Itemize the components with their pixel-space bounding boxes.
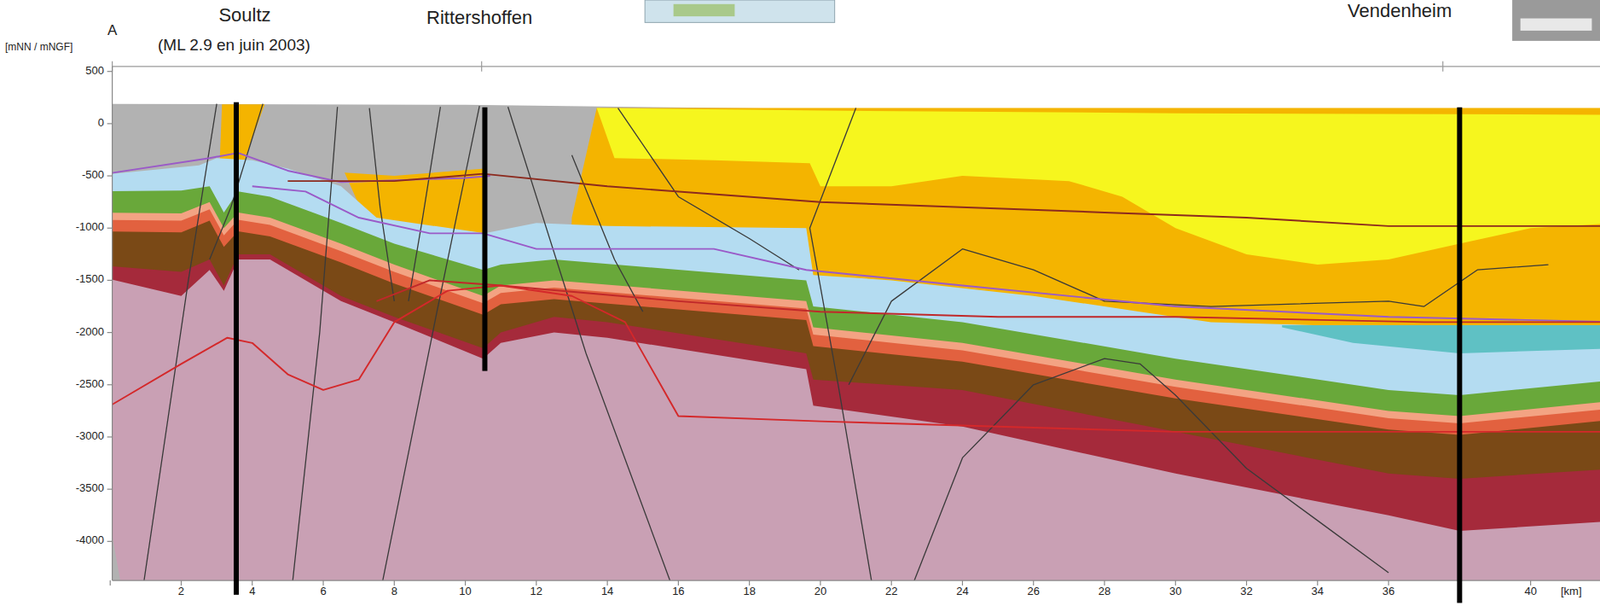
- isoline: [376, 279, 1600, 322]
- y-axis: [111, 66, 113, 580]
- site-label: Rittershoffen: [426, 6, 533, 29]
- fault-line: [369, 108, 395, 302]
- muschelkalk-layer: [112, 208, 1600, 580]
- site-label: (ML 2.9 en juin 2003): [157, 35, 311, 55]
- tick-label: 40: [1524, 585, 1537, 598]
- fault-line: [380, 105, 481, 580]
- tick-label: 14: [601, 585, 614, 598]
- axis-unit: [mNN / mNGF]: [5, 41, 73, 54]
- tick-label: 500: [85, 64, 105, 78]
- y-tick: [107, 174, 113, 176]
- tick-label: -1000: [75, 220, 105, 234]
- tick-label: 30: [1169, 585, 1182, 598]
- fault-line: [508, 106, 676, 580]
- map-land: [673, 4, 736, 17]
- jurassic-layer: [112, 185, 1600, 580]
- well-bar: [481, 107, 487, 372]
- tick-label: 10: [458, 585, 471, 598]
- fault-line: [909, 358, 1389, 580]
- tick-label: -1500: [75, 272, 105, 286]
- tick-label: 18: [742, 585, 755, 598]
- tick-label: -2500: [75, 377, 105, 391]
- y-tick: [107, 279, 113, 281]
- site-label: Vendenheim: [1347, 0, 1452, 22]
- tick-label: [km]: [1560, 585, 1583, 598]
- map-thumbnail: [644, 0, 835, 23]
- tick-label: -4000: [75, 533, 105, 547]
- well-bar: [233, 102, 239, 595]
- tick-label: -3000: [75, 429, 105, 443]
- plant-photo-building: [1520, 18, 1593, 31]
- tick-label: -500: [81, 168, 105, 182]
- teal-layer: [1281, 324, 1600, 354]
- tick-label: 6: [319, 585, 326, 598]
- y-tick: [107, 331, 113, 333]
- edge-block: [112, 426, 123, 580]
- y-tick: [107, 540, 113, 542]
- tick-label: 36: [1382, 585, 1395, 598]
- tick-label: 20: [814, 585, 827, 598]
- tick-label: -2000: [75, 325, 105, 339]
- permian-layer: [112, 254, 1600, 580]
- tick-label: 0: [98, 116, 105, 130]
- tick-label: 4: [249, 585, 256, 598]
- scale-tick: [1442, 61, 1444, 72]
- tick-label: 32: [1240, 585, 1253, 598]
- x-tick: [110, 579, 111, 586]
- plant-photo: [1512, 0, 1600, 41]
- tick-label: 22: [885, 585, 898, 598]
- y-tick: [107, 227, 113, 229]
- scale-tick: [481, 61, 482, 72]
- scale-line: [112, 65, 1600, 67]
- y-tick: [107, 435, 113, 437]
- tick-label: -3500: [75, 481, 105, 495]
- site-label: Soultz: [218, 4, 271, 26]
- tick-label: 26: [1027, 585, 1040, 598]
- x-axis: [112, 579, 1600, 580]
- well-bar: [1456, 107, 1462, 603]
- tick-label: 8: [391, 585, 398, 598]
- fault-line: [408, 106, 441, 302]
- y-tick: [107, 488, 113, 490]
- tick-label: 28: [1098, 585, 1111, 598]
- fault-line: [809, 108, 874, 581]
- basement-layer: [112, 259, 1600, 580]
- fault-line: [142, 104, 217, 580]
- fault-line: [291, 106, 338, 580]
- tick-label: 2: [178, 585, 185, 598]
- y-tick: [107, 122, 113, 124]
- tick-label: 16: [672, 585, 685, 598]
- fault-line: [571, 155, 643, 313]
- keuper-layer: [112, 202, 1600, 580]
- tick-label: 34: [1311, 585, 1324, 598]
- y-tick: [107, 383, 113, 385]
- y-tick: [107, 70, 113, 72]
- layers: [112, 104, 1600, 580]
- tick-label: 24: [956, 585, 969, 598]
- isoline: [112, 285, 1600, 432]
- tick-label: 12: [530, 585, 543, 598]
- marl-layer: [112, 157, 1600, 580]
- cover-layer: [112, 104, 1600, 580]
- site-label: A: [107, 22, 117, 40]
